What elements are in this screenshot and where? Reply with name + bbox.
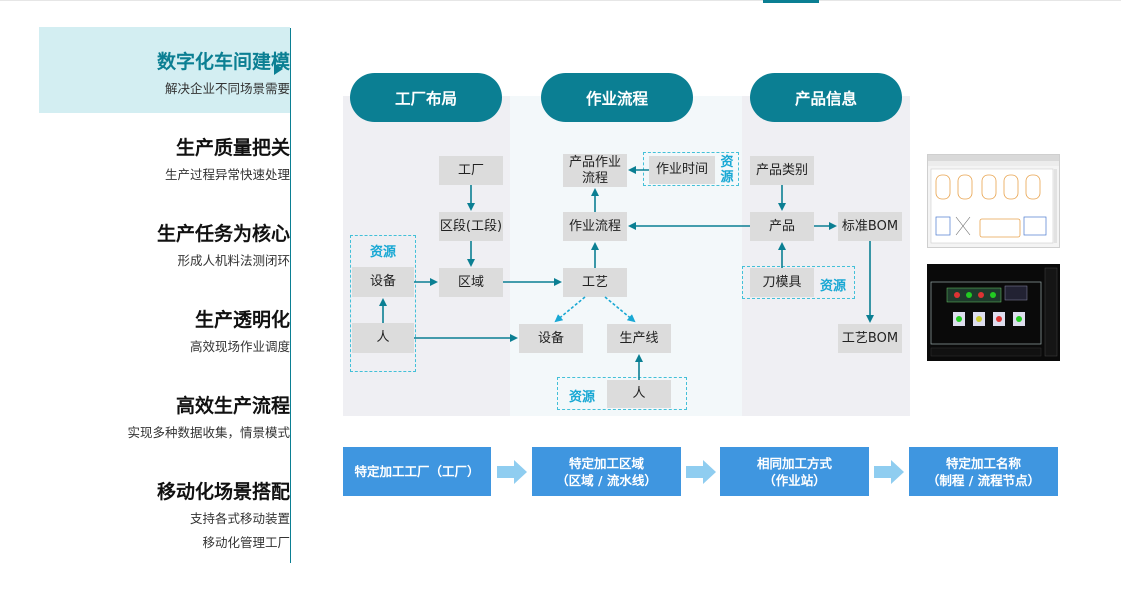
menu-item-workshop-modeling[interactable]: 数字化车间建模 解决企业不同场景需要 [157,47,290,99]
menu-item-subtitle: 高效现场作业调度 [189,339,290,354]
node-section: 区段(工段) [439,212,503,241]
resource-group-jobtime [643,152,739,186]
arrow-right-icon [874,460,904,484]
menu-item-subtitle: 形成人机料法测闭环 [177,253,290,268]
flow-step-text: 特定加工名称（制程 / 流程节点） [927,455,1040,489]
flow-step-process-name: 特定加工名称（制程 / 流程节点） [909,447,1058,496]
header-factory-layout: 工厂布局 [350,73,502,122]
panel-layout [343,96,510,416]
node-production-line: 生产线 [607,324,671,353]
menu-item-title: 生产透明化 [194,309,290,331]
menu-item-title: 高效生产流程 [175,395,290,417]
resource-group-layout [350,235,416,372]
resource-label: 资源 [820,279,847,294]
node-area: 区域 [439,268,503,297]
node-product-job-flow: 产品作业流程 [563,154,627,187]
active-tab-indicator [763,0,819,3]
node-tooling: 刀模具 [750,268,814,297]
flow-step-line: 特定加工区域 [568,455,644,471]
resource-group-tooling [742,266,855,299]
menu-item-title: 数字化车间建模 [156,51,290,73]
node-craft: 工艺 [563,268,627,297]
menu-item-quality[interactable]: 生产质量把关 生产过程异常快速处理 [165,133,290,185]
node-product-category: 产品类别 [750,156,814,185]
software-screenshot-light [927,154,1060,248]
panel-process [510,96,742,416]
menu-item-subtitle: 移动化管理工厂 [202,535,290,550]
flow-step-text: 特定加工工厂（工厂） [354,463,479,480]
menu-item-active-bg [39,27,290,113]
menu-item-subtitle: 解决企业不同场景需要 [164,81,290,96]
flow-step-text: 特定加工区域（区域 / 流水线） [556,455,657,489]
node-product: 产品 [750,212,814,241]
flow-step-line: （作业站） [763,472,826,488]
node-standard-bom: 标准BOM [838,212,902,241]
flow-step-area: 特定加工区域（区域 / 流水线） [532,447,681,496]
menu-item-efficient-flow[interactable]: 高效生产流程 实现多种数据收集，情景模式 [127,391,290,443]
flow-step-text: 相同加工方式（作业站） [757,455,832,489]
node-equipment: 设备 [352,267,414,297]
node-job-flow: 作业流程 [563,212,627,241]
node-process-equipment: 设备 [519,324,583,353]
flow-step-line: 特定加工工厂（工厂） [354,464,480,479]
panel-product [742,96,910,416]
node-craft-bom: 工艺BOM [838,324,902,353]
resource-label: 资源 [720,155,734,185]
menu-item-title: 生产质量把关 [175,137,290,159]
caret-right-icon [274,63,283,75]
menu-item-subtitle: 生产过程异常快速处理 [164,167,290,182]
node-line-person: 人 [607,380,671,408]
software-screenshot-dark [927,264,1060,361]
menu-item-title: 生产任务为核心 [156,223,290,245]
menu-divider [290,28,291,563]
top-divider [0,0,1121,1]
resource-label: 资源 [370,245,397,260]
arrow-right-icon [497,460,527,484]
menu-item-transparency[interactable]: 生产透明化 高效现场作业调度 [190,305,290,357]
flow-step-factory: 特定加工工厂（工厂） [343,447,491,496]
menu-item-title: 移动化场景搭配 [156,481,290,503]
resource-group-line [557,377,687,410]
flow-step-line: （区域 / 流水线） [556,472,657,488]
header-job-flow: 作业流程 [541,73,693,122]
flow-step-station: 相同加工方式（作业站） [720,447,869,496]
node-factory: 工厂 [439,156,503,185]
menu-item-subtitle: 实现多种数据收集，情景模式 [127,425,290,440]
flow-step-line: 相同加工方式 [756,455,832,471]
menu-item-subtitle: 支持各式移动装置 [189,511,290,526]
resource-label: 资源 [569,390,596,405]
flow-step-line: 特定加工名称 [945,455,1021,471]
arrow-right-icon [686,460,716,484]
flow-step-line: （制程 / 流程节点） [926,472,1041,488]
node-person: 人 [352,323,414,353]
menu-item-task-core[interactable]: 生产任务为核心 形成人机料法测闭环 [157,219,290,271]
menu-item-mobile[interactable]: 移动化场景搭配 支持各式移动装置 移动化管理工厂 [157,477,290,553]
header-product-info: 产品信息 [750,73,902,122]
node-job-time: 作业时间 [649,156,715,184]
